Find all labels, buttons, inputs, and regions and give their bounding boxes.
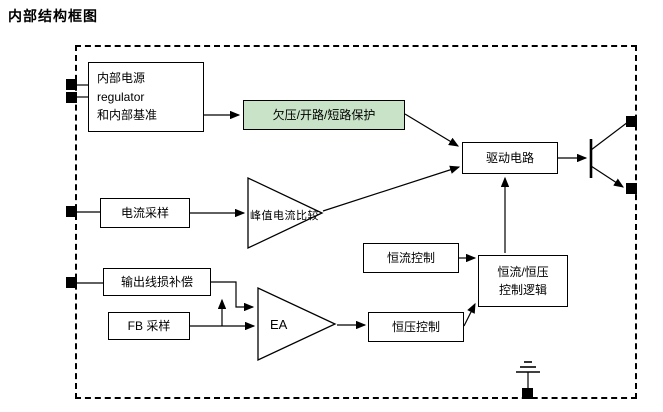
comparator-triangle-icon: [247, 176, 324, 250]
chip-dashed-boundary: [75, 45, 637, 399]
wire-comparator-to-drive: [322, 165, 461, 212]
wire-cv-to-logic: [463, 302, 476, 327]
block-drive-circuit: 驱动电路: [462, 142, 558, 174]
block-current-sample-label: 电流采样: [120, 205, 169, 220]
block-internal-power-line2: regulator: [97, 89, 145, 104]
block-uvlo-protection-label: 欠压/开路/短路保护: [272, 107, 376, 122]
block-cc-cv-logic-line1: 恒流/恒压: [497, 265, 549, 279]
block-fb-sample-label: FB 采样: [127, 318, 171, 333]
error-amp-label: EA: [270, 317, 288, 332]
ground-icon: [516, 361, 540, 389]
page-title: 内部结构框图: [8, 8, 98, 24]
block-line-loss-comp-label: 输出线损补偿: [120, 274, 193, 289]
pin-left-2: [66, 92, 77, 103]
block-line-loss-comp: 输出线损补偿: [103, 268, 211, 296]
block-current-sample: 电流采样: [100, 198, 190, 228]
pin-collector: [626, 116, 637, 127]
block-internal-power: 内部电源 regulator 和内部基准: [88, 62, 204, 132]
pin-emitter: [626, 183, 637, 194]
transistor-collector-wire: [590, 121, 629, 151]
block-cc-control: 恒流控制: [363, 243, 459, 273]
block-fb-sample: FB 采样: [108, 312, 190, 340]
wire-line-loss-comp-to-ea: [211, 281, 255, 312]
block-cc-control-label: 恒流控制: [386, 250, 435, 265]
wire-protection-to-drive: [404, 113, 460, 147]
block-internal-power-line3: 和内部基准: [97, 108, 158, 123]
block-cv-control: 恒压控制: [368, 312, 464, 342]
block-uvlo-protection: 欠压/开路/短路保护: [243, 100, 405, 130]
transistor-emitter-wire: [590, 165, 625, 188]
pin-current-sense: [66, 206, 77, 217]
comparator-label: 峰值电流比较: [250, 210, 319, 222]
block-cc-cv-logic-line2: 控制逻辑: [498, 283, 547, 297]
pin-ground: [522, 388, 533, 399]
block-cc-cv-logic: 恒流/恒压 控制逻辑: [478, 255, 568, 307]
pin-line-loss: [66, 277, 77, 288]
npn-transistor-icon: [589, 121, 629, 188]
pin-left-1: [66, 79, 77, 90]
block-drive-circuit-label: 驱动电路: [485, 150, 534, 165]
block-internal-power-line1: 内部电源: [97, 71, 146, 86]
block-cv-control-label: 恒压控制: [391, 319, 440, 334]
error-amp-triangle-icon: [257, 286, 337, 362]
